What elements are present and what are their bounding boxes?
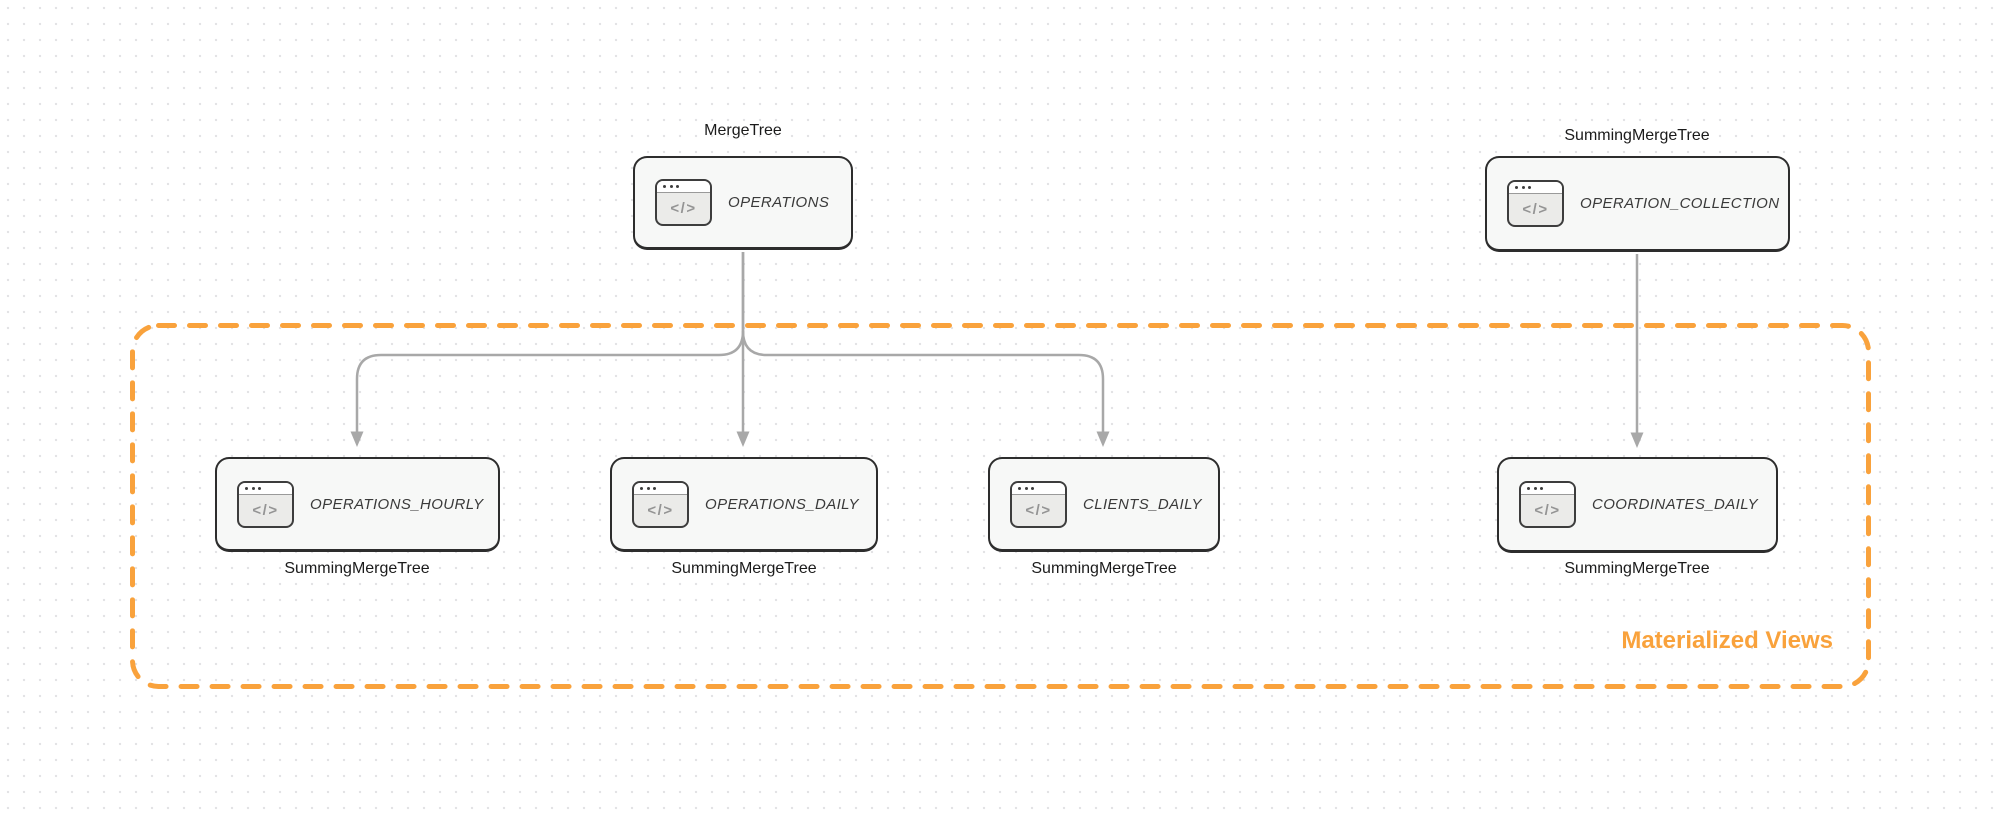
titlebar-dot (251, 486, 255, 490)
materialized-views-boundary (130, 323, 1871, 689)
code-glyph: </> (647, 501, 674, 519)
edge-operations-to-clients-daily (741, 330, 1105, 432)
code-glyph: </> (252, 501, 279, 519)
titlebar-dot (1521, 186, 1525, 189)
titlebar-dot (663, 185, 666, 188)
titlebar-dot (1018, 486, 1021, 490)
titlebar-dot (669, 185, 673, 188)
titlebar-dot (245, 486, 248, 490)
engine-label-operations-daily: SummingMergeTree (671, 560, 817, 577)
browser-code-icon: </> (655, 179, 712, 226)
titlebar-dot (1540, 487, 1543, 490)
engine-label-operation-collection: SummingMergeTree (1564, 127, 1710, 144)
browser-code-icon: </> (1010, 480, 1067, 528)
titlebar-dot (1515, 186, 1518, 189)
browser-icon-titlebar (1509, 182, 1562, 194)
engine-label-clients-daily: SummingMergeTree (1031, 560, 1177, 577)
code-glyph: </> (1522, 201, 1549, 218)
browser-icon-titlebar (1012, 482, 1065, 495)
engine-label-coordinates-daily: SummingMergeTree (1564, 560, 1710, 577)
titlebar-dot (1024, 486, 1028, 490)
titlebar-dot (653, 486, 656, 490)
titlebar-dot (646, 486, 650, 490)
table-name: OPERATIONS_HOURLY (310, 495, 484, 513)
titlebar-dot (1533, 487, 1537, 490)
table-name: CLIENTS_DAILY (1083, 495, 1202, 513)
edge-operations-to-operations-hourly (355, 252, 745, 432)
titlebar-dot (676, 185, 679, 188)
materialized-views-label: Materialized Views (1621, 627, 1833, 654)
browser-icon-titlebar (657, 181, 710, 193)
code-glyph: </> (1534, 502, 1561, 519)
node-operation-collection[interactable]: </> OPERATION_COLLECTION (1485, 156, 1790, 252)
node-coordinates-daily[interactable]: </> COORDINATES_DAILY (1497, 457, 1778, 553)
browser-icon-titlebar (634, 482, 687, 495)
code-glyph: </> (1025, 501, 1052, 519)
node-operations-daily[interactable]: </> OPERATIONS_DAILY (610, 457, 878, 552)
node-operations[interactable]: </> OPERATIONS (633, 156, 853, 250)
table-name: OPERATIONS_DAILY (705, 495, 859, 513)
titlebar-dot (1527, 487, 1530, 490)
browser-code-icon: </> (632, 480, 689, 528)
arrowhead-operations-hourly (350, 431, 364, 447)
table-name: OPERATIONS (728, 194, 830, 211)
arrowhead-operations-daily (736, 431, 750, 447)
arrowhead-clients-daily (1096, 431, 1110, 447)
browser-icon-titlebar (1521, 483, 1574, 495)
browser-code-icon: </> (1519, 481, 1576, 528)
titlebar-dot (1528, 186, 1531, 189)
node-clients-daily[interactable]: </> CLIENTS_DAILY (988, 457, 1220, 552)
engine-label-operations-hourly: SummingMergeTree (284, 560, 430, 577)
node-operations-hourly[interactable]: </> OPERATIONS_HOURLY (215, 457, 500, 552)
browser-icon-titlebar (239, 482, 292, 495)
table-name: COORDINATES_DAILY (1592, 496, 1759, 513)
browser-code-icon: </> (1507, 180, 1564, 227)
code-glyph: </> (670, 200, 697, 217)
titlebar-dot (1031, 486, 1034, 490)
browser-code-icon: </> (237, 480, 294, 528)
titlebar-dot (640, 486, 643, 490)
engine-label-operations: MergeTree (704, 122, 782, 139)
arrowhead-coordinates-daily (1630, 432, 1644, 448)
titlebar-dot (258, 486, 261, 490)
table-name: OPERATION_COLLECTION (1580, 195, 1780, 212)
